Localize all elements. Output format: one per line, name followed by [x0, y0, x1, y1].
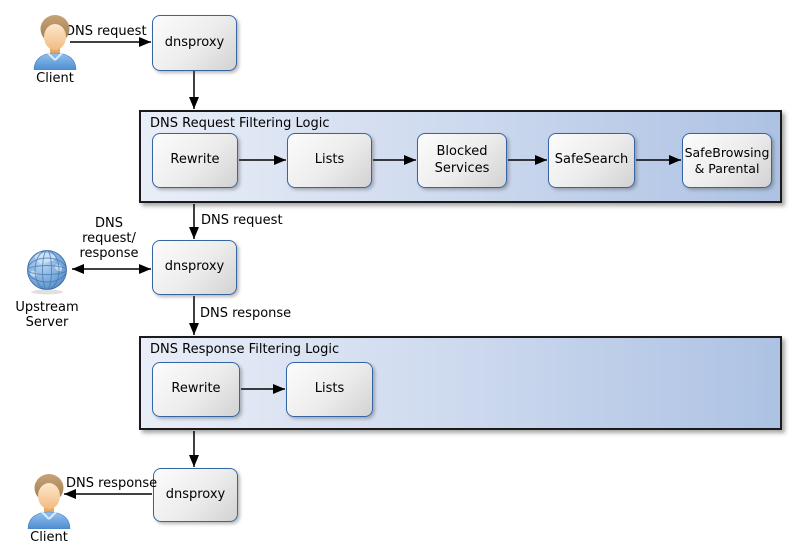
label-upstream-response: DNS response: [200, 306, 292, 321]
person-icon: [27, 474, 71, 529]
label-client-response: DNS response: [66, 476, 158, 491]
request-filtering-title: DNS Request Filtering Logic: [150, 116, 330, 131]
client-bottom-actor: Client: [20, 471, 78, 545]
label-upstream-exchange: DNS request/ response: [79, 216, 139, 261]
response-filtering-title: DNS Response Filtering Logic: [150, 342, 340, 357]
response-filtering-container: DNS Response Filtering Logic: [139, 336, 782, 430]
client-top-label: Client: [36, 71, 74, 86]
response-step-lists: Lists: [286, 362, 373, 417]
globe-icon: [27, 250, 67, 295]
label-client-request: DNS request: [65, 24, 147, 39]
request-step-rewrite: Rewrite: [152, 133, 238, 188]
dnsproxy-bottom-node: dnsproxy: [153, 468, 238, 522]
upstream-server-actor: Upstream Server: [15, 249, 79, 331]
label-filtered-request: DNS request: [201, 213, 283, 228]
dnsproxy-middle-node: dnsproxy: [152, 240, 237, 295]
dnsproxy-top-node: dnsproxy: [152, 15, 237, 71]
person-icon: [33, 15, 77, 70]
client-bottom-label: Client: [30, 530, 68, 545]
client-top-actor: Client: [24, 12, 86, 86]
response-step-rewrite: Rewrite: [152, 362, 240, 417]
request-step-safebrowsing: SafeBrowsing & Parental: [682, 133, 772, 188]
request-step-blocked-services: Blocked Services: [417, 133, 507, 188]
upstream-server-label: Upstream Server: [15, 300, 79, 331]
request-step-lists: Lists: [287, 133, 372, 188]
request-step-safesearch: SafeSearch: [548, 133, 635, 188]
